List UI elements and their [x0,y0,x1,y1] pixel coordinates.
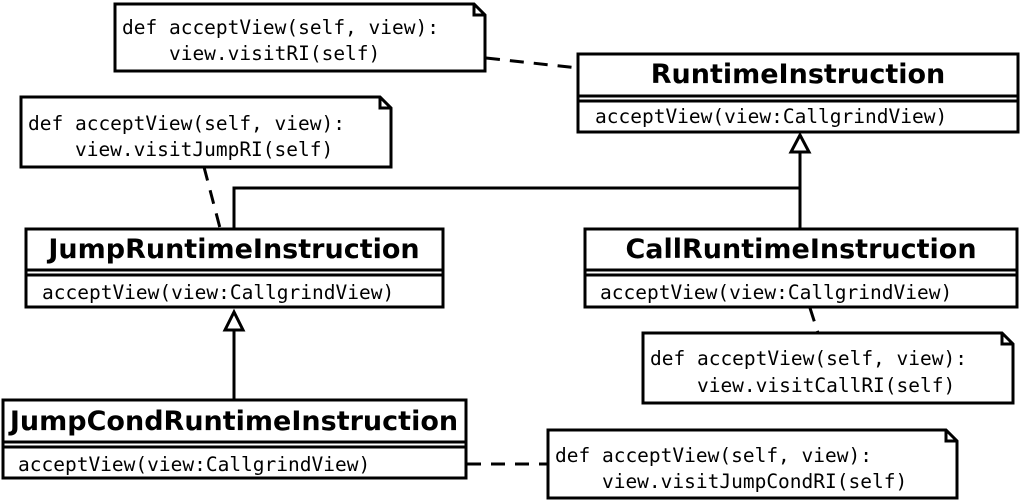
class-name: JumpRuntimeInstruction [46,234,419,265]
note-jump-runtime-instruction: def acceptView(self, view): view.visitJu… [19,95,393,169]
generalization-edges [222,131,812,400]
class-box [583,227,1019,309]
class-jumpcond-runtime-instruction: JumpCondRuntimeInstruction acceptView(vi… [1,398,468,480]
class-operation: acceptView(view:CallgrindView) [42,281,394,304]
edge-jump-to-runtime [232,186,800,229]
class-operation: acceptView(view:CallgrindView) [600,281,952,304]
class-name: CallRuntimeInstruction [625,234,976,265]
note-line: view.visitRI(self) [122,42,380,65]
note-line: view.visitCallRI(self) [650,374,955,397]
class-operation: acceptView(view:CallgrindView) [595,105,947,128]
class-runtime-instruction: RuntimeInstruction acceptView(view:Callg… [576,52,1020,134]
note-fold [1000,333,1013,346]
note-line: def acceptView(self, view): [555,444,872,467]
class-box [1,398,468,480]
class-operation: acceptView(view:CallgrindView) [18,453,370,476]
inheritance-arrow-jump [222,308,246,332]
class-name: RuntimeInstruction [651,59,946,90]
note-box [113,2,487,73]
note-line: view.visitJumpCondRI(self) [555,470,907,493]
note-line: view.visitJumpRI(self) [28,138,333,161]
note-runtime-instruction: def acceptView(self, view): view.visitRI… [113,2,487,73]
note-line: def acceptView(self, view): [650,347,967,370]
note-fold [472,4,485,17]
inheritance-arrow-runtime [788,131,812,154]
note-fold [378,97,391,110]
note-box [19,95,393,169]
note-box [641,331,1015,405]
note-box [546,428,959,500]
class-box [24,227,445,309]
anchor-note-jump [202,166,222,229]
note-jumpcond-runtime-instruction: def acceptView(self, view): view.visitJu… [546,428,959,500]
note-line: def acceptView(self, view): [122,16,439,39]
anchor-note-call [808,307,820,334]
class-name: JumpCondRuntimeInstruction [8,406,458,437]
class-jump-runtime-instruction: JumpRuntimeInstruction acceptView(view:C… [24,227,445,309]
note-fold [944,430,957,443]
note-anchors [202,56,820,466]
anchor-note-runtime [485,56,579,70]
class-call-runtime-instruction: CallRuntimeInstruction acceptView(view:C… [583,227,1019,309]
note-line: def acceptView(self, view): [28,112,345,135]
note-call-runtime-instruction: def acceptView(self, view): view.visitCa… [641,331,1015,405]
class-box [576,52,1020,134]
